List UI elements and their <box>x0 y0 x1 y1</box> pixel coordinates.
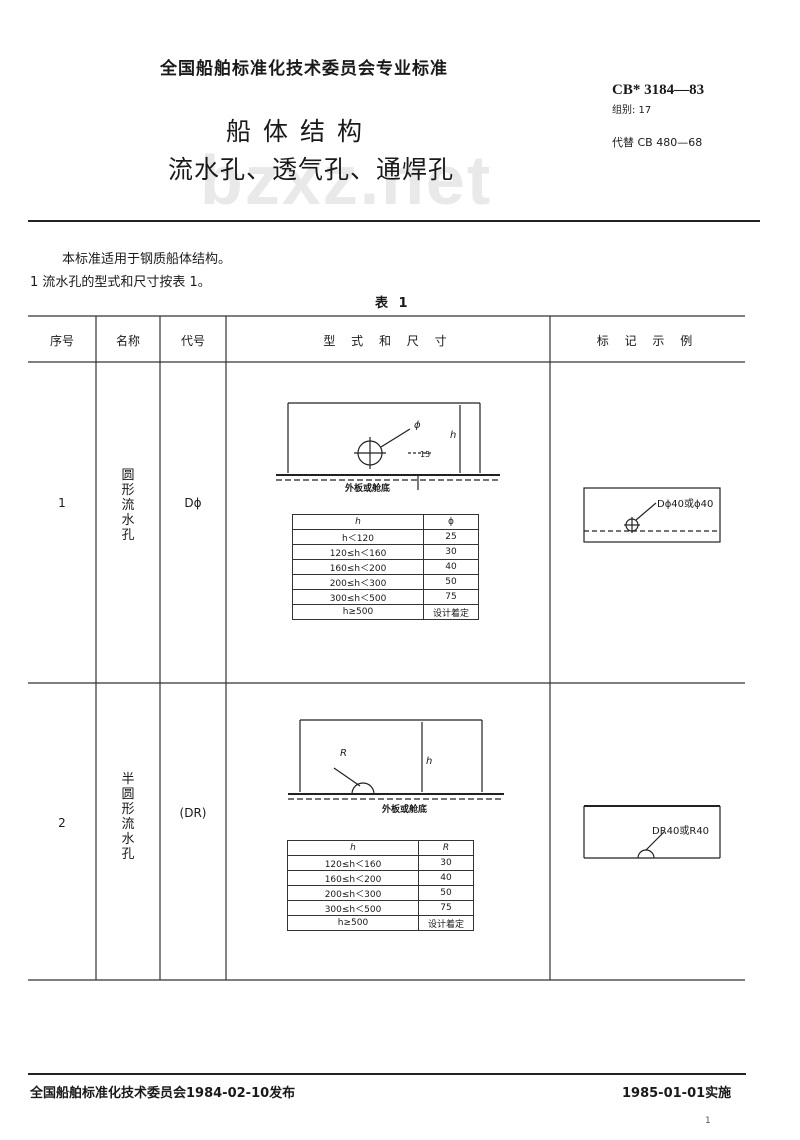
row-1-no: 1 <box>58 496 66 510</box>
row-2-name: 半圆形流水孔 <box>121 772 135 862</box>
round-hole-marking-figure <box>583 487 721 543</box>
page-number: 1 <box>705 1116 711 1126</box>
col-header-form: 型 式 和 尺 寸 <box>323 334 453 348</box>
footer-rule <box>28 1073 746 1075</box>
semicircle-h-label: h <box>426 756 433 767</box>
watermark: bzxz.net <box>200 141 493 219</box>
col-header-name: 名称 <box>115 334 140 348</box>
standard-code: CB* 3184—83 <box>612 82 705 98</box>
replaces-standard: 代替 CB 480—68 <box>612 136 703 149</box>
row-1-code: Dϕ <box>184 496 202 510</box>
dim-header-h: h <box>287 840 419 856</box>
clause-1-text: 1 流水孔的型式和尺寸按表 1。 <box>30 275 211 290</box>
semicircle-figure-caption: 外板或舱底 <box>382 805 428 815</box>
committee-heading: 全国船舶标准化技术委员会专业标准 <box>160 59 448 79</box>
round-hole-marking-example: Dϕ40或ϕ40 <box>657 499 714 510</box>
row-2-no: 2 <box>58 816 66 830</box>
document-title: 船体结构 <box>226 117 375 146</box>
semicircular-drain-hole-figure <box>288 719 504 800</box>
round-hole-h-label: h <box>450 430 457 441</box>
table-caption: 表 1 <box>375 296 411 311</box>
dim-header-r: R <box>418 840 474 856</box>
col-header-code: 代号 <box>180 334 205 348</box>
dim-header-phi: ϕ <box>423 514 479 530</box>
round-hole-15-label: 15 <box>420 450 431 459</box>
col-header-no: 序号 <box>49 334 74 348</box>
round-drain-hole-figure <box>276 402 500 490</box>
col-header-example: 标 记 示 例 <box>596 334 699 348</box>
dim-header-h: h <box>292 514 424 530</box>
row-1-name: 圆形流水孔 <box>121 468 135 543</box>
semicircle-r-label: R <box>340 748 347 759</box>
round-hole-figure-caption: 外板或舱底 <box>345 484 391 494</box>
header-rule <box>28 220 760 222</box>
group-number: 组别: 17 <box>612 105 652 116</box>
semicircle-marking-figure <box>583 805 721 859</box>
row-2-code: (DR) <box>179 806 207 820</box>
round-hole-phi-label: ϕ <box>414 420 421 431</box>
semicircle-marking-example: DR40或R40 <box>652 826 710 837</box>
scope-text: 本标准适用于钢质船体结构。 <box>62 252 232 267</box>
issued-statement: 全国船舶标准化技术委员会1984-02-10发布 <box>30 1086 296 1101</box>
document-subtitle: 流水孔、透气孔、通焊孔 <box>168 155 455 184</box>
effective-date: 1985-01-01实施 <box>622 1086 732 1101</box>
